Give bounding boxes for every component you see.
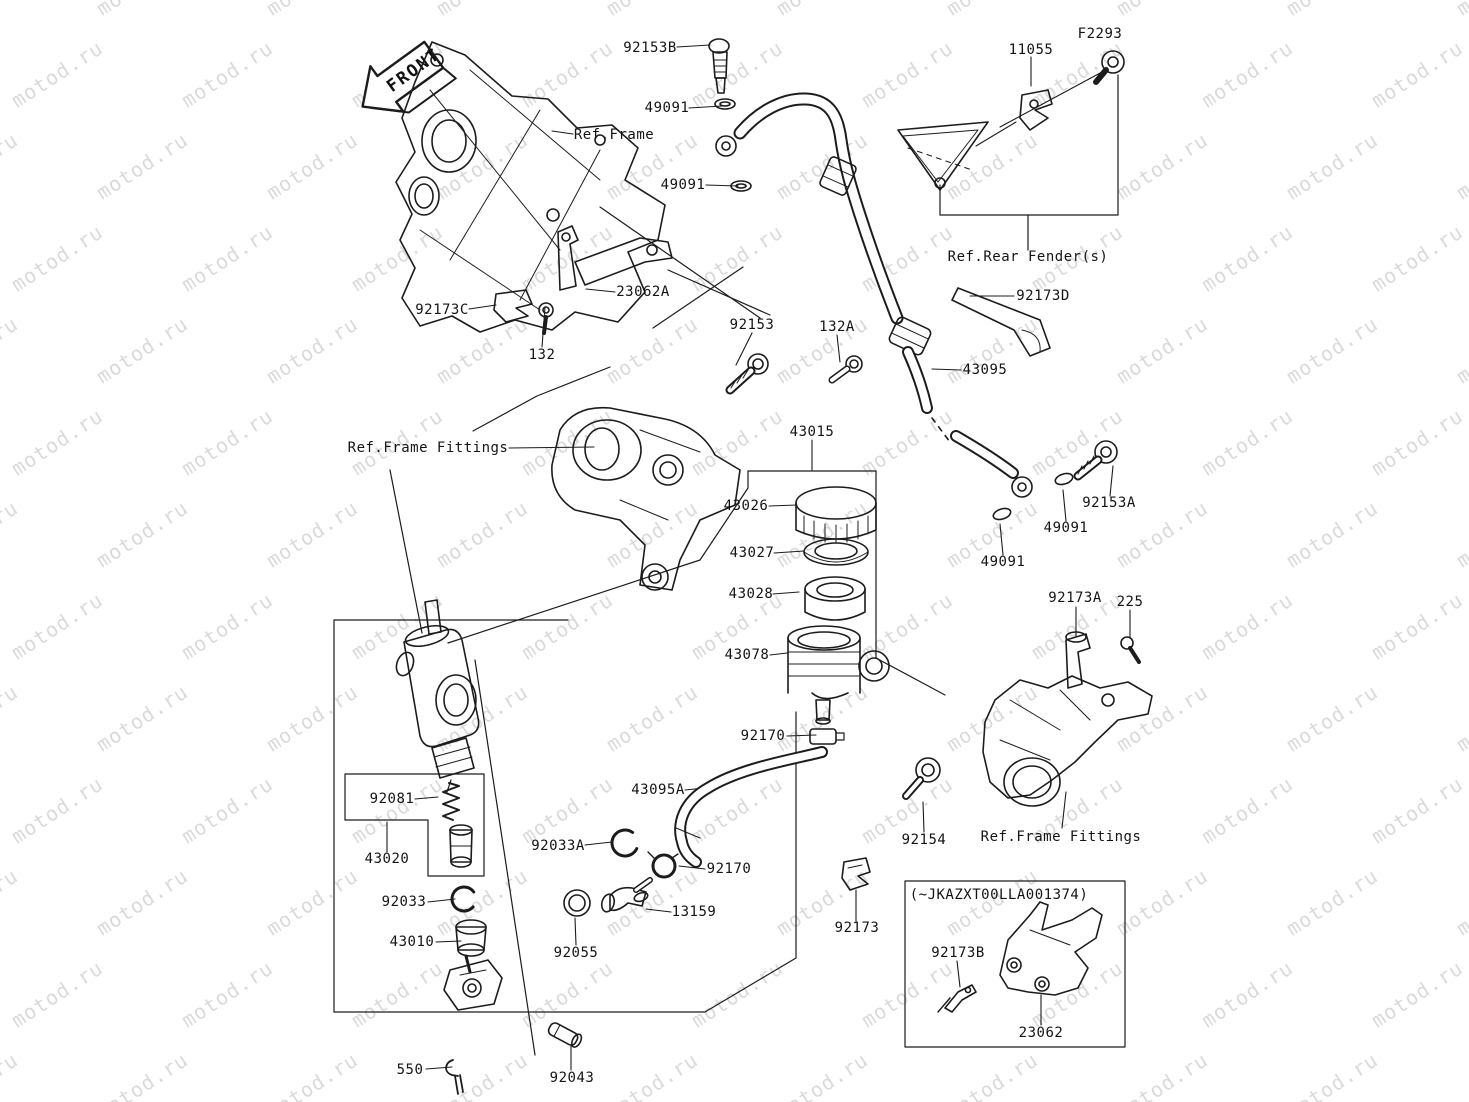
label-92173: 92173	[834, 920, 880, 936]
bracket-23062a-drawing	[494, 226, 672, 333]
label-92055: 92055	[553, 945, 599, 961]
label-92153: 92153	[729, 317, 775, 333]
frame-drawing	[396, 42, 665, 332]
master-cylinder-drawing	[393, 600, 583, 1094]
rear-fender-drawing	[898, 51, 1124, 190]
label-132: 132	[528, 347, 556, 363]
label-92173b: 92173B	[931, 945, 985, 961]
label-92033: 92033	[381, 894, 427, 910]
label-550: 550	[396, 1062, 424, 1078]
label-11055: 11055	[1008, 42, 1054, 58]
label-49091-4: 49091	[980, 554, 1026, 570]
label-43026: 43026	[723, 498, 769, 514]
label-ref-frame-fittings-upper: Ref.Frame Fittings	[347, 440, 509, 456]
label-92154: 92154	[901, 832, 947, 848]
label-43078: 43078	[724, 647, 770, 663]
label-92081: 92081	[369, 791, 415, 807]
label-92173d: 92173D	[1016, 288, 1070, 304]
label-43010: 43010	[389, 934, 435, 950]
label-49091-2: 49091	[660, 177, 706, 193]
label-43015: 43015	[789, 424, 835, 440]
label-43095: 43095	[962, 362, 1008, 378]
small-fittings-drawing	[448, 825, 678, 916]
fasteners-drawing	[730, 288, 1139, 890]
label-92043: 92043	[549, 1070, 595, 1086]
label-92153a: 92153A	[1082, 495, 1136, 511]
label-225: 225	[1116, 594, 1144, 610]
label-23062: 23062	[1018, 1025, 1064, 1041]
upper-fittings-drawing	[552, 408, 740, 590]
label-ref-frame-fittings-lower: Ref.Frame Fittings	[980, 829, 1142, 845]
label-23062a: 23062A	[616, 284, 670, 300]
label-92173c: 92173C	[415, 302, 469, 318]
label-43020: 43020	[364, 851, 410, 867]
label-ref-rear-fender: Ref.Rear Fender(s)	[947, 249, 1109, 265]
label-92033a: 92033A	[531, 838, 585, 854]
label-92153b: 92153B	[623, 40, 677, 56]
rear-bracket-drawing	[983, 676, 1152, 806]
label-f2293: F2293	[1077, 26, 1123, 42]
reservoir-parts-drawing	[676, 487, 889, 862]
label-43028: 43028	[728, 586, 774, 602]
label-serial-range: (~JKAZXT00LLA001374)	[909, 887, 1089, 903]
label-92170-2: 92170	[706, 861, 752, 877]
label-92170-1: 92170	[740, 728, 786, 744]
label-49091-1: 49091	[644, 100, 690, 116]
boxed-bracket-drawing	[938, 902, 1102, 1012]
label-ref-frame: Ref.Frame	[573, 127, 655, 143]
label-49091-3: 49091	[1043, 520, 1089, 536]
label-43027: 43027	[729, 545, 775, 561]
label-43095a: 43095A	[631, 782, 685, 798]
label-92173a: 92173A	[1048, 590, 1102, 606]
label-132a: 132A	[819, 319, 855, 335]
label-13159: 13159	[671, 904, 717, 920]
brake-hose-drawing	[709, 39, 1117, 522]
